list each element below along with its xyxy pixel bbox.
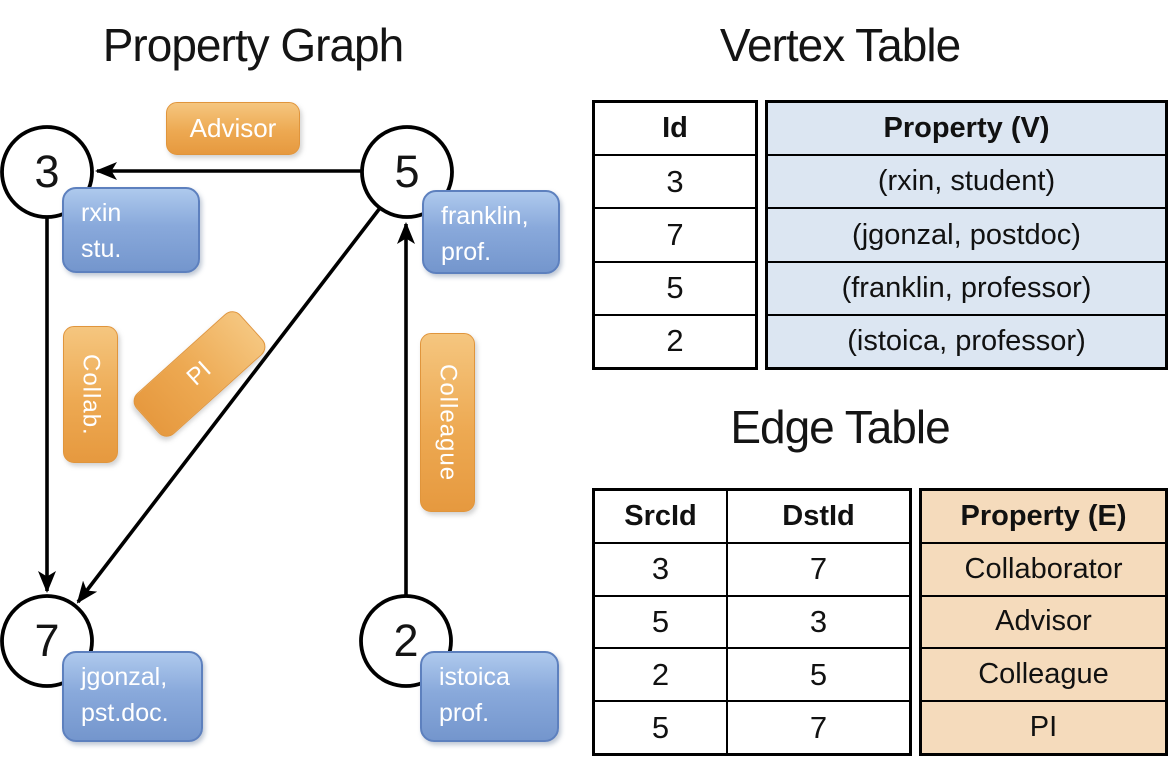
- vertex-property-cell: (rxin, student): [768, 154, 1165, 207]
- edge-srcid-cell: 5: [651, 709, 670, 745]
- edge-srcid-cell: 2: [651, 656, 670, 692]
- vertex-property-cell: (jgonzal, postdoc): [768, 207, 1165, 260]
- vertex-property-line1: franklin,: [441, 202, 529, 230]
- edge-dstid-cell: 7: [726, 702, 909, 753]
- vertex-property-line2: prof.: [439, 699, 490, 727]
- node-id-3: 3: [34, 146, 60, 197]
- node-id-2: 2: [393, 615, 419, 666]
- vertex-id-cell: 5: [595, 260, 755, 314]
- edge-property-cell: PI: [922, 700, 1165, 753]
- vertex-table-id-column: Id 3 7 5 2: [592, 100, 758, 370]
- vertex-property-cell: (franklin, professor): [768, 260, 1165, 314]
- node-id-5: 5: [394, 146, 420, 197]
- vertex-property-line1: rxin: [81, 199, 122, 227]
- edge-property-cell: Advisor: [922, 594, 1165, 648]
- edge-label-collab: Collab.: [63, 326, 118, 463]
- edge-label-pi-text: PI: [181, 356, 217, 392]
- edge-dstid-cell: 5: [726, 649, 909, 701]
- edge-srcid-header: SrcId: [624, 499, 697, 532]
- vertex-property-box-istoica: istoica prof.: [420, 651, 559, 742]
- edge-dstid-header: DstId: [726, 491, 909, 542]
- edge-table-id-columns: SrcId DstId 3 7 5 3 2 5 5 7: [592, 488, 912, 756]
- edge-table-header-row: SrcId DstId: [595, 491, 909, 542]
- vertex-property-box-rxin: rxin stu.: [62, 187, 200, 273]
- edge-dstid-cell: 3: [726, 596, 909, 648]
- vertex-id-cell: 7: [595, 207, 755, 260]
- node-id-7: 7: [34, 615, 60, 666]
- edge-table-row: 5 7: [595, 700, 909, 753]
- vertex-table-title: Vertex Table: [719, 19, 961, 71]
- edge-table-row: 3 7: [595, 541, 909, 595]
- edge-property-header: Property (E): [960, 499, 1127, 532]
- vertex-property-line2: prof.: [441, 238, 492, 266]
- edge-srcid-cell: 3: [651, 551, 670, 587]
- property-graph-title: Property Graph: [102, 19, 404, 71]
- edge-property-cell: Collaborator: [922, 541, 1165, 595]
- edge-table-property-column: Property (E) Collaborator Advisor Collea…: [919, 488, 1168, 756]
- edge-table-row: 5 3: [595, 594, 909, 648]
- edge-srcid-cell: 5: [651, 603, 670, 639]
- edge-label-colleague-text: Colleague: [434, 363, 462, 482]
- vertex-property-line2: stu.: [81, 235, 122, 263]
- vertex-property-line1: jgonzal,: [81, 663, 168, 691]
- vertex-property-line2: pst.doc.: [81, 699, 169, 727]
- vertex-property-line1: istoica: [439, 663, 510, 691]
- property-graph-pane: Property Graph 3 5 7 2 Advisor Collab. P…: [0, 19, 560, 742]
- edge-dstid-cell: 7: [726, 543, 909, 595]
- vertex-id-cell: 3: [595, 154, 755, 207]
- vertex-property-box-jgonzal: jgonzal, pst.doc.: [62, 651, 203, 742]
- edge-table-title: Edge Table: [730, 401, 950, 453]
- edge-label-advisor: Advisor: [166, 102, 300, 155]
- edge-label-collab-text: Collab.: [77, 353, 105, 436]
- vertex-property-box-franklin: franklin, prof.: [422, 190, 560, 274]
- vertex-property-header: Property (V): [883, 112, 1050, 145]
- vertex-table-property-column: Property (V) (rxin, student) (jgonzal, p…: [765, 100, 1168, 370]
- edge-arrow-pi-5-to-7: [76, 206, 382, 604]
- edge-label-colleague: Colleague: [420, 333, 475, 512]
- edge-table-row: 2 5: [595, 647, 909, 701]
- tables-pane: Vertex Table Id 3 7 5 2 Property (V) (rx…: [585, 0, 1170, 760]
- edge-property-cell: Colleague: [922, 647, 1165, 700]
- vertex-property-cell: (istoica, professor): [768, 313, 1165, 367]
- edge-label-advisor-text: Advisor: [189, 113, 277, 143]
- vertex-id-cell: 2: [595, 313, 755, 367]
- vertex-id-header: Id: [662, 112, 688, 145]
